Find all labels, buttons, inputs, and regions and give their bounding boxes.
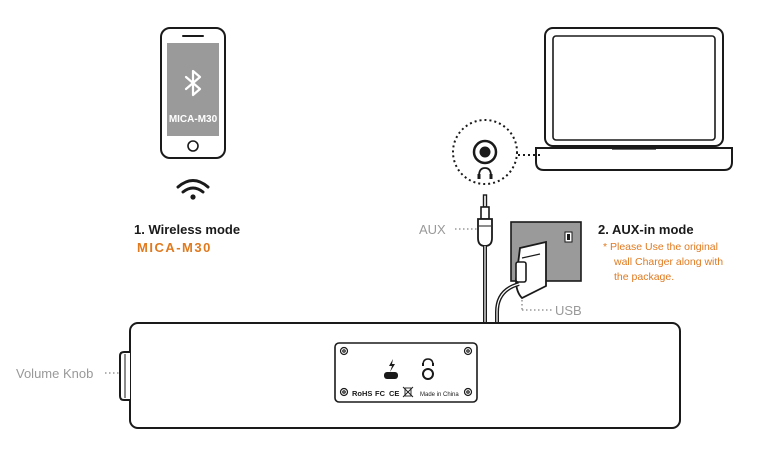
aux-callout: AUX: [419, 222, 446, 237]
rohs-mark: RoHS: [352, 389, 372, 398]
ce-mark: CE: [389, 389, 399, 398]
weee-bin-icon: [402, 386, 414, 398]
wireless-device-name: MICA-M30: [137, 240, 212, 255]
aux-port: [422, 368, 434, 380]
home-button: [187, 140, 199, 152]
usb-callout: USB: [555, 303, 582, 318]
headphone-port-icon: [422, 358, 434, 366]
aux-mode-note-2: wall Charger along with: [613, 256, 723, 268]
headphone-icon: [478, 167, 492, 177]
aux-mode-title: 2. AUX-in mode: [598, 222, 694, 237]
charger-adapter: [515, 240, 547, 300]
wifi-icon: [176, 179, 210, 200]
made-in-mark: Made in China: [420, 392, 459, 398]
wireless-mode-title: 1. Wireless mode: [134, 222, 240, 237]
headphone-jack-zoom: [452, 119, 543, 185]
aux-mode-note-1: * Please Use the original: [603, 241, 718, 253]
fc-mark: FC: [375, 389, 386, 398]
bluetooth-icon: [184, 69, 202, 97]
volume-knob-callout: Volume Knob: [16, 366, 93, 381]
aux-mode-note-3: the package.: [614, 271, 674, 283]
laptop: [535, 27, 733, 171]
usb-port: [384, 372, 398, 379]
phone-device-name: MICA-M30: [169, 114, 218, 125]
rear-panel: RoHS FC CE Made in China: [334, 342, 478, 403]
aux-plug: [477, 194, 493, 247]
charging-icon: [389, 359, 395, 372]
smartphone: MICA-M30: [160, 27, 226, 159]
